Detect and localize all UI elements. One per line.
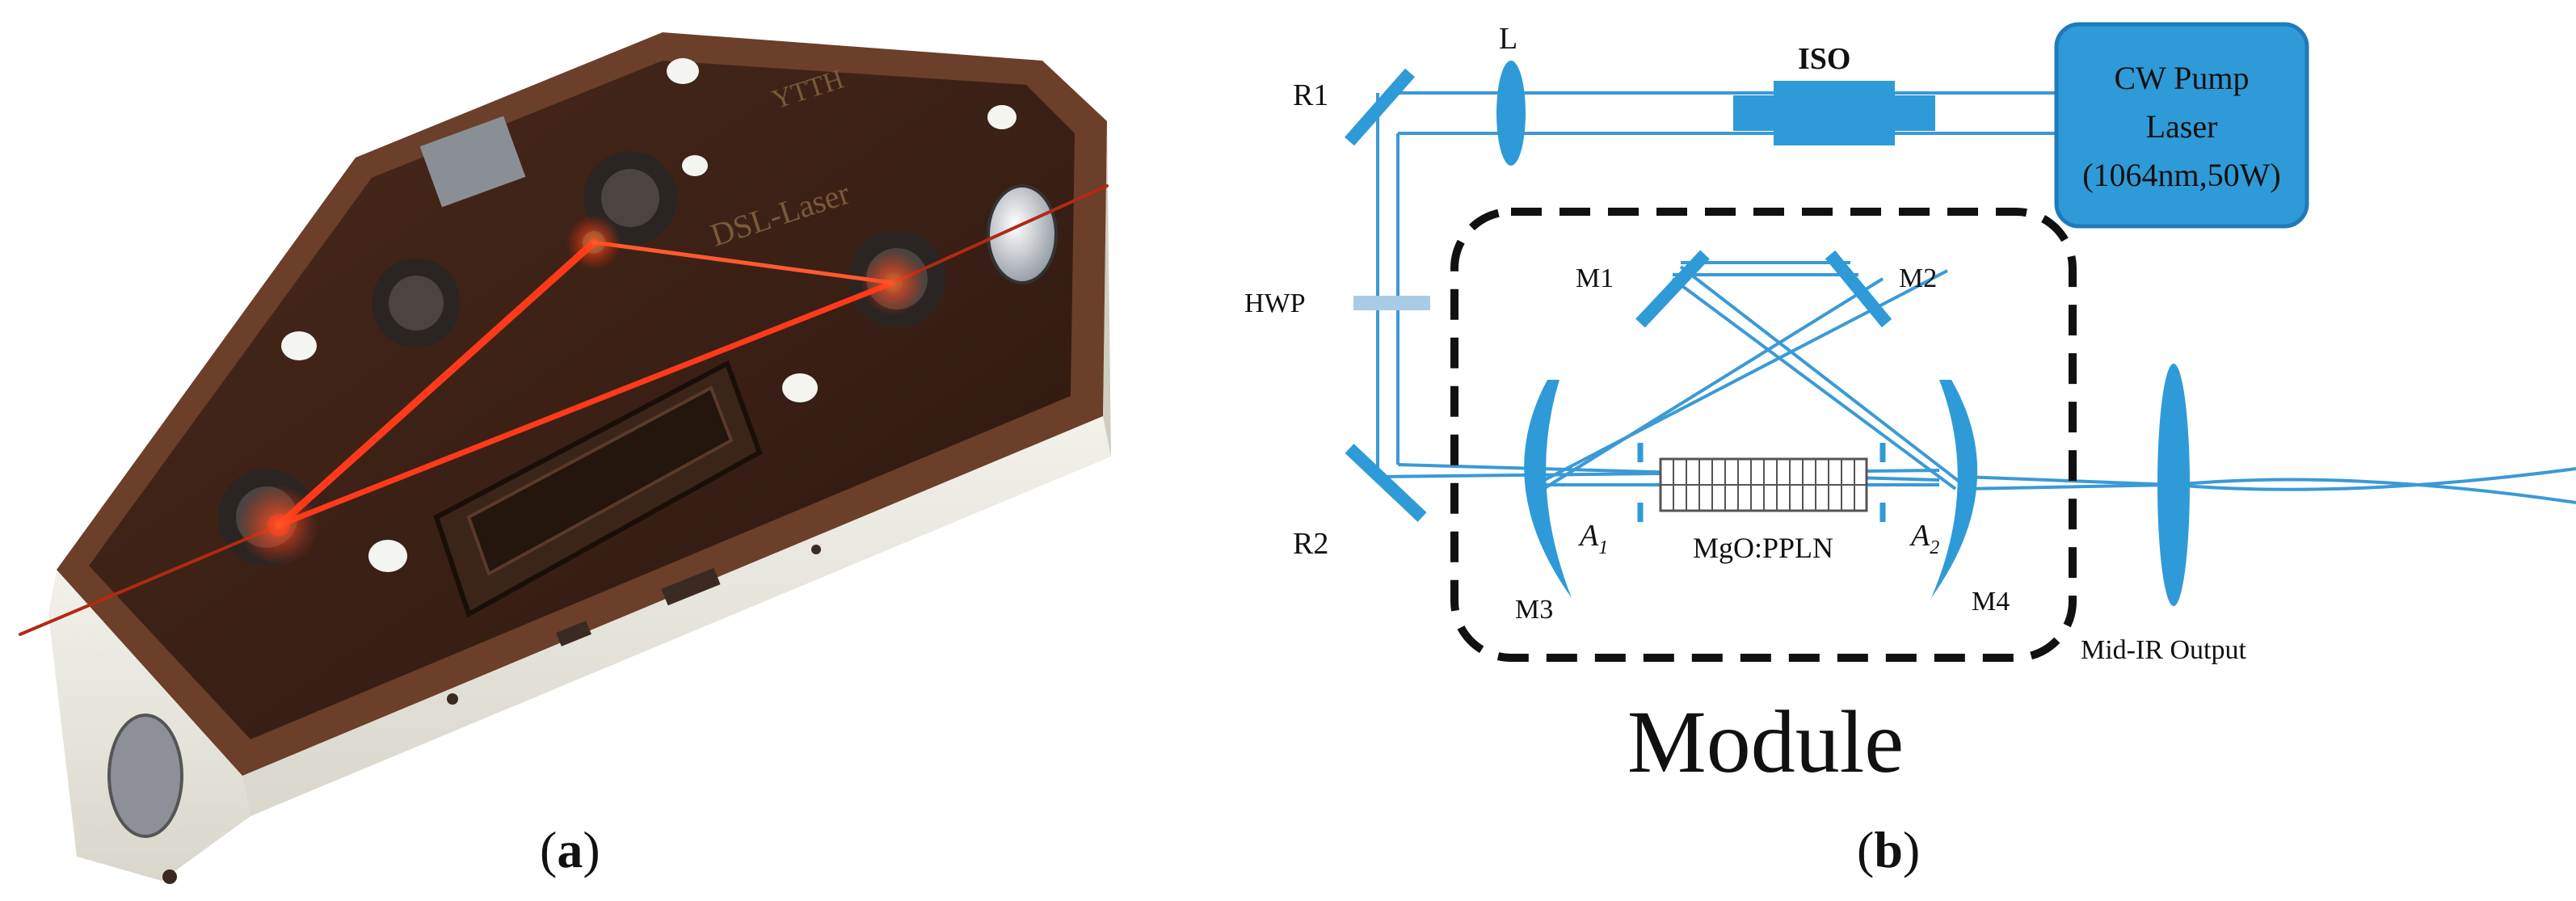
wall-hole <box>811 545 821 554</box>
half-wave-plate <box>1353 296 1430 310</box>
caption-a-open: ( <box>540 821 558 878</box>
wall-hole <box>162 869 177 884</box>
caption-b-letter: b <box>1874 821 1903 878</box>
cavity-beam <box>1679 265 1965 486</box>
mirror-r2 <box>1345 444 1427 522</box>
housing-front-wall <box>242 416 1111 816</box>
caption-b: (b) <box>1857 820 1920 880</box>
module-dashed-boundary <box>1450 208 2077 662</box>
mirror-r1 <box>1345 68 1415 146</box>
wall-slot <box>556 621 591 646</box>
laser-beam <box>19 524 280 636</box>
label-m4: M4 <box>1972 587 2010 617</box>
panel-b-schematic: R1 R2 L ISO HWP CW Pump Laser (1064nm,50… <box>1244 22 2576 791</box>
housing-cavity <box>89 61 1075 739</box>
laser-beam <box>891 184 1109 284</box>
pump-label-line3: (1064nm,50W) <box>2082 157 2281 193</box>
mount-hole <box>782 373 818 402</box>
label-lens: L <box>1499 22 1517 56</box>
laser-beam <box>276 280 896 528</box>
isolator <box>1733 81 1935 145</box>
caption-b-close: ) <box>1902 821 1921 878</box>
mount-hole <box>987 105 1017 129</box>
caption-b-open: ( <box>1857 821 1875 878</box>
label-a2: A2 <box>1909 519 1939 558</box>
caption-a-close: ) <box>583 821 600 878</box>
mgo-ppln-crystal <box>1659 457 1868 512</box>
mount-hole <box>682 155 708 176</box>
label-m2: M2 <box>1899 263 1937 293</box>
laser-beam <box>591 240 895 285</box>
pump-label-line1: CW Pump <box>2114 60 2249 96</box>
caption-a-letter: a <box>557 821 583 878</box>
exit-window <box>987 184 1058 284</box>
beam-glow <box>238 485 319 566</box>
output-beam <box>1963 478 2576 504</box>
caption-a: (a) <box>540 820 600 880</box>
label-a1: A1 <box>1577 519 1608 558</box>
label-r1: R1 <box>1293 78 1328 112</box>
beam-glow <box>861 251 925 315</box>
cw-pump-laser-box <box>2054 22 2309 229</box>
mount-hole <box>281 331 317 360</box>
label-m1: M1 <box>1576 263 1614 293</box>
mount-hole <box>667 58 699 84</box>
beam-paths <box>1376 91 2576 504</box>
label-iso: ISO <box>1798 42 1850 76</box>
crystal-stage-inner <box>466 385 734 576</box>
housing-right-wall <box>1103 121 1111 457</box>
curved-mirror-m4 <box>1931 380 1978 598</box>
panel-a-rendering: YTTH DSL-Laser <box>19 32 1111 884</box>
mirror-mount-mid <box>372 259 461 347</box>
label-crystal: MgO:PPLN <box>1693 532 1833 564</box>
cavity-beam <box>1542 277 1884 490</box>
wall-hole <box>447 693 458 705</box>
pump-box <box>419 116 526 208</box>
output-lens <box>2157 364 2190 606</box>
wall-slot <box>661 567 721 606</box>
label-module: Module <box>1627 693 1904 791</box>
label-output: Mid-IR Output <box>2081 635 2247 665</box>
mount-hole <box>368 540 407 572</box>
label-hwp: HWP <box>1244 288 1306 318</box>
cavity-beam <box>1671 277 1957 490</box>
input-window <box>107 714 183 838</box>
curved-mirror-m3 <box>1524 380 1572 598</box>
mirror-m1 <box>1635 250 1710 328</box>
label-r2: R2 <box>1293 527 1328 561</box>
mirror-m2 <box>1825 250 1892 328</box>
pump-label-line2: Laser <box>2146 108 2218 145</box>
laser-beams <box>19 184 1109 636</box>
label-m3: M3 <box>1515 595 1553 625</box>
beam-glow <box>566 215 621 270</box>
lens-l <box>1496 61 1526 166</box>
laser-beam <box>275 238 598 529</box>
output-beam <box>1963 467 2576 491</box>
